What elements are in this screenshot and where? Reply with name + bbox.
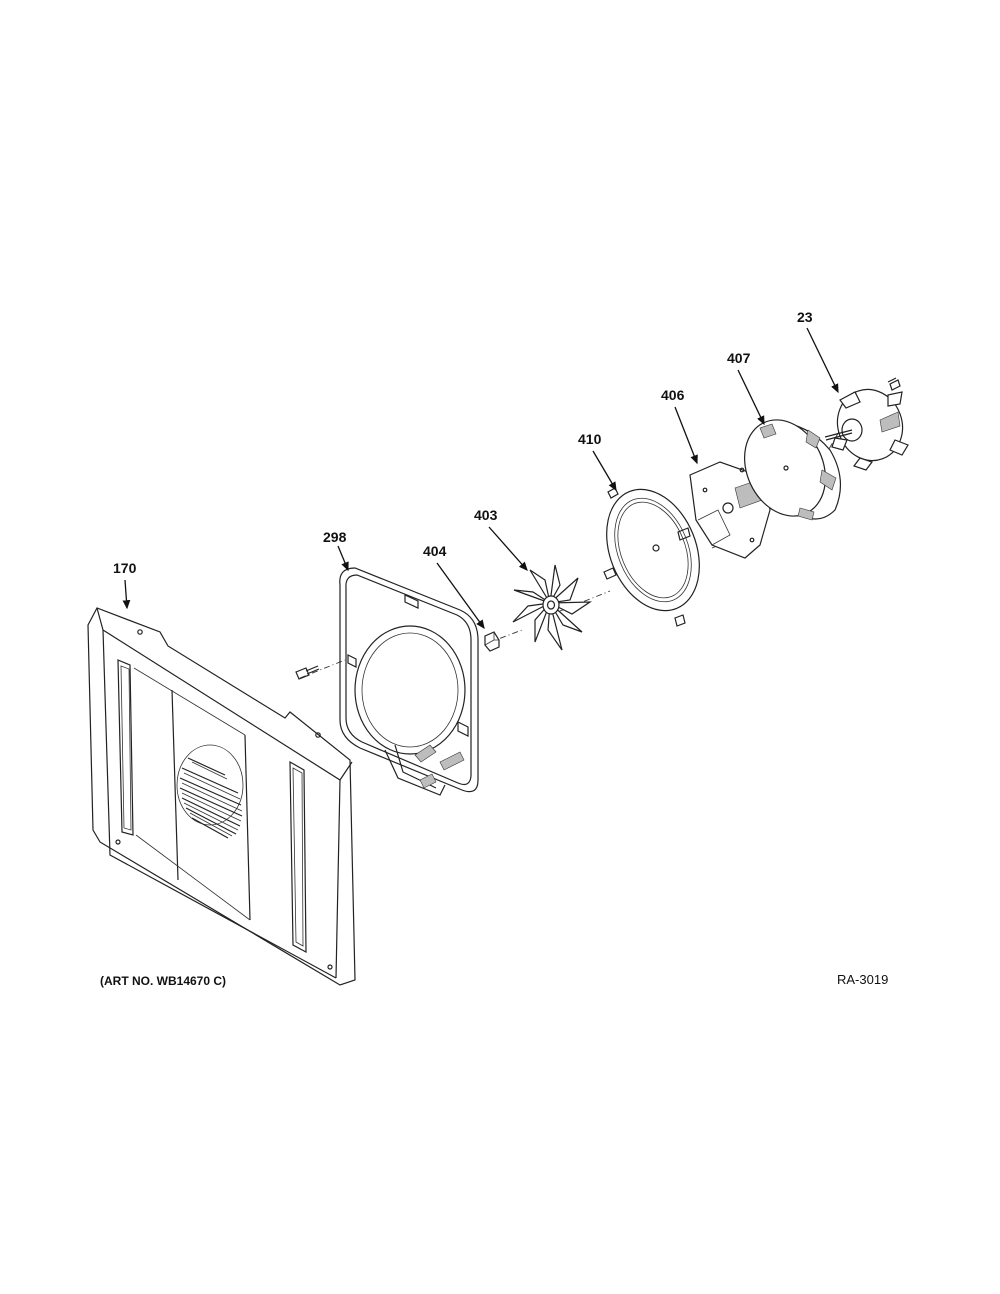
part-170-back-cover <box>87 607 356 986</box>
part-403-fan-blade <box>512 564 593 651</box>
fan-grille <box>176 744 244 839</box>
part-404-nut <box>484 631 500 652</box>
part-406-motor-bracket <box>689 461 771 559</box>
part-407-insulation-disc <box>743 419 842 521</box>
callout-407: 407 <box>727 350 751 366</box>
leader-lines <box>122 327 839 630</box>
callout-170: 170 <box>113 560 137 576</box>
art-number: (ART NO. WB14670 C) <box>100 974 227 988</box>
part-23-motor <box>824 377 909 471</box>
part-298-heating-element <box>339 567 479 796</box>
callout-404: 404 <box>423 543 447 559</box>
screw-icon <box>295 665 320 680</box>
callout-298: 298 <box>323 529 347 545</box>
reference-code: RA-3019 <box>837 972 889 987</box>
assembly-axis-line <box>299 429 841 679</box>
callout-406: 406 <box>661 387 685 403</box>
part-410-mounting-ring <box>603 487 700 627</box>
callout-23: 23 <box>797 309 813 325</box>
callout-410: 410 <box>578 431 602 447</box>
callout-403: 403 <box>474 507 498 523</box>
